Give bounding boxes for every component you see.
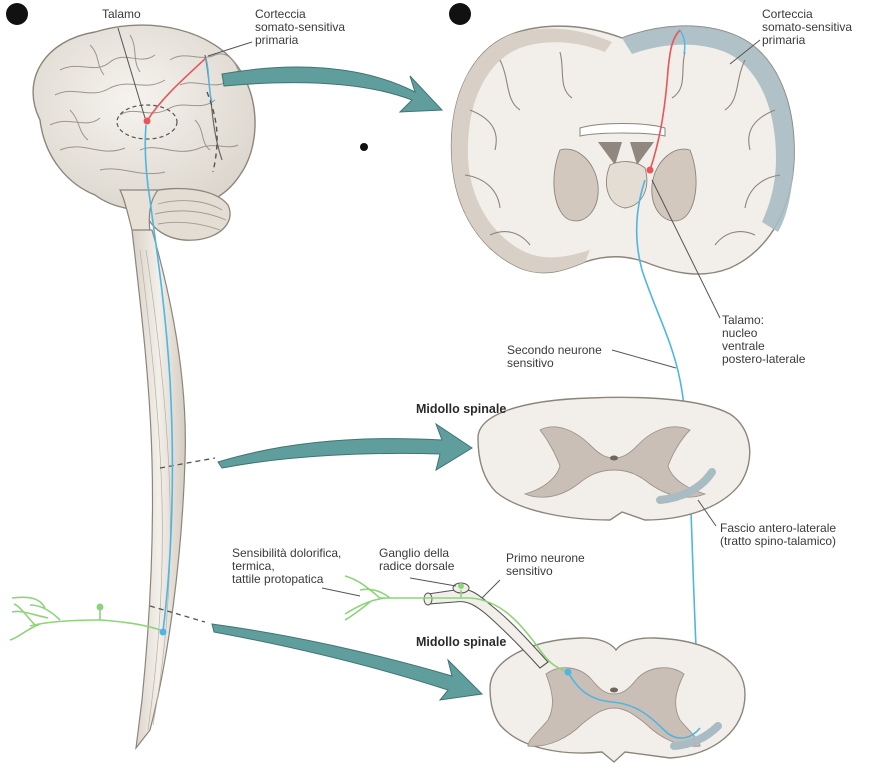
label-corteccia-right: Corteccia somato-sensitiva primaria (762, 7, 853, 47)
lateral-brain-view (32, 24, 256, 241)
cortex-highlight (622, 26, 795, 232)
spinal-cord (131, 229, 186, 751)
thalamus-coronal (606, 161, 648, 209)
arrow-to-coronal (221, 66, 444, 113)
arrow-to-lower-cord (211, 623, 484, 701)
first-neuron-left-soma (96, 603, 104, 611)
cerebrum (32, 24, 256, 211)
first-neuron-right (344, 575, 569, 673)
label-ganglio: Ganglio della radice dorsale (379, 546, 455, 573)
label-secondo-neurone: Secondo neurone sensitivo (507, 343, 602, 370)
second-neuron-lower-soma (564, 668, 572, 676)
thalamus-relay-right (646, 166, 654, 174)
first-neuron-left (9, 596, 164, 641)
dot-marker (360, 143, 368, 151)
corpus-callosum (579, 123, 666, 137)
second-neuron-left-soma (159, 628, 167, 636)
thalamus-relay-left (143, 117, 151, 125)
third-neuron-right (649, 29, 681, 171)
gray-matter-lower (527, 667, 701, 747)
second-neuron-right (635, 179, 701, 729)
gyri (49, 34, 241, 175)
lateral-ventricles (598, 142, 654, 165)
thalamus-outline (116, 104, 178, 140)
label-fascio: Fascio antero-laterale (tratto spino-tal… (720, 521, 837, 548)
dorsal-root (427, 588, 549, 669)
cerebellum (145, 187, 231, 241)
label-primo-neurone: Primo neurone sensitivo (506, 551, 585, 578)
label-corteccia-left: Corteccia somato-sensitiva primaria (255, 7, 346, 47)
coronal-brain-section (450, 25, 795, 275)
second-neuron-crossing (567, 671, 701, 739)
lower-cord-level (149, 605, 206, 623)
label-midollo-upper: Midollo spinale (416, 402, 507, 416)
third-neuron-left (146, 57, 207, 122)
anterolateral-tract-upper (656, 468, 716, 504)
second-neuron-left (144, 124, 174, 632)
panel-marker-a (6, 3, 28, 25)
section-plane-cortex (206, 91, 218, 173)
lower-cord-section (489, 637, 746, 763)
label-midollo-lower: Midollo spinale (416, 635, 507, 649)
label-talamo-nucleo: Talamo: nucleo ventrale postero-laterale (722, 313, 806, 366)
panel-marker-b (449, 3, 471, 25)
label-sensibilita: Sensibilità dolorifica, termica, tattile… (232, 546, 342, 586)
arrow-to-upper-cord (217, 422, 473, 472)
label-talamo: Talamo (102, 7, 141, 21)
upper-cord-section (477, 396, 751, 521)
anterolateral-tract-lower (670, 722, 722, 750)
upper-cord-level (159, 457, 216, 469)
